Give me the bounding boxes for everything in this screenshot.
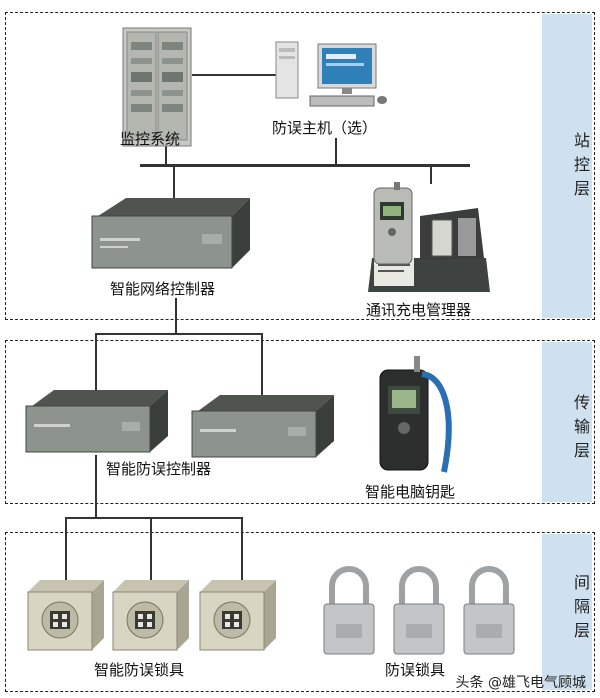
smart-lock-3-icon — [199, 580, 276, 651]
link-bus-controller-2 — [261, 333, 263, 396]
comm-charger-icon — [368, 182, 490, 292]
station-layer-label: 站控层 — [571, 132, 590, 204]
link-bus-lock-3 — [241, 517, 243, 582]
link-host-bus — [335, 138, 337, 165]
link-network-down — [175, 298, 177, 334]
station-layer-frame — [5, 12, 595, 320]
transmission-layer-band — [542, 342, 592, 502]
host-computer-icon — [275, 41, 387, 107]
comm-charger-caption: 通讯充电管理器 — [366, 301, 472, 319]
smart-lock-caption: 智能防误锁具 — [94, 661, 185, 679]
bay-layer-frame — [5, 532, 595, 692]
network-controller-caption: 智能网络控制器 — [110, 280, 216, 298]
host-caption: 防误主机（选） — [272, 119, 378, 137]
link-bus-controller-1 — [95, 333, 97, 391]
interlock-controller-1-icon — [25, 390, 168, 453]
link-bus-network — [173, 166, 175, 199]
smart-key-icon — [379, 356, 452, 473]
padlock-2-icon — [393, 566, 445, 655]
link-controller-down — [95, 455, 97, 517]
bay-bus — [65, 517, 243, 519]
link-bus-lock-1 — [65, 517, 67, 582]
transmission-bus — [95, 333, 263, 335]
monitoring-system-caption: 监控系统 — [120, 130, 181, 148]
transmission-layer-frame — [5, 340, 595, 504]
padlock-1-icon — [323, 566, 375, 655]
padlock-3-icon — [463, 566, 515, 655]
padlock-caption: 防误锁具 — [385, 661, 446, 679]
link-cabinet-bus — [165, 145, 167, 165]
interlock-controller-2-icon — [191, 395, 334, 458]
smart-lock-1-icon — [27, 580, 104, 651]
monitoring-cabinet-icon — [122, 27, 192, 147]
interlock-controller-caption: 智能防误控制器 — [106, 460, 212, 478]
bay-layer-band — [542, 534, 592, 690]
transmission-layer-label: 传输层 — [571, 394, 590, 466]
bay-layer-label: 间隔层 — [571, 574, 590, 646]
network-controller-icon — [91, 198, 250, 269]
watermark: 头条 @雄飞电气顾城 — [455, 675, 586, 691]
station-layer-band — [542, 14, 592, 318]
link-bus-lock-2 — [150, 517, 152, 582]
link-cabinet-host — [192, 74, 282, 76]
link-bus-charger — [430, 166, 432, 184]
smart-key-caption: 智能电脑钥匙 — [365, 483, 456, 501]
station-bus — [140, 164, 470, 167]
smart-lock-2-icon — [112, 580, 189, 651]
